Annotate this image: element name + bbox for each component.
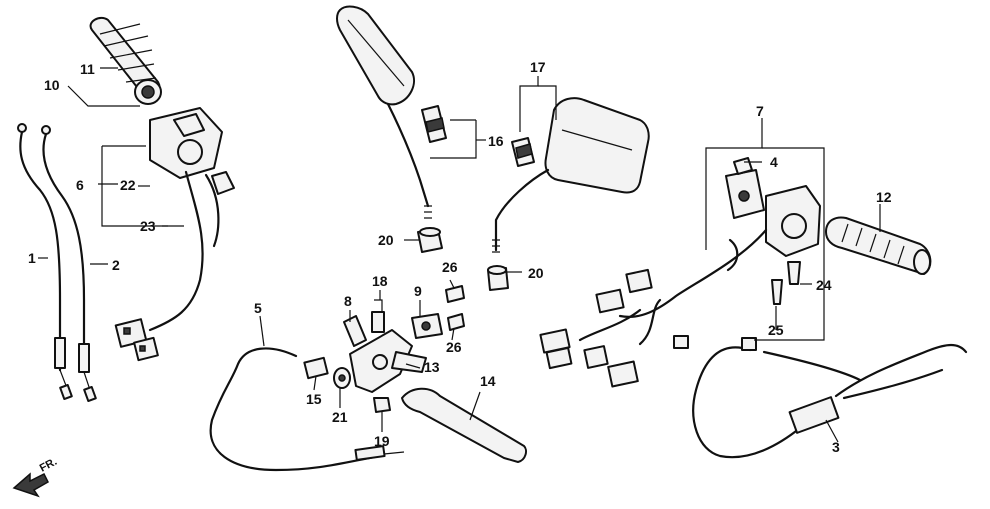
mirror-adaptor-17 — [511, 137, 535, 167]
right-switch-wire — [618, 228, 768, 318]
callout-19: 19 — [374, 433, 390, 449]
right-handlebar-switch — [725, 157, 821, 257]
callout-20-right: 20 — [528, 265, 544, 281]
mirror-nut-left — [417, 227, 443, 253]
callout-4: 4 — [770, 154, 778, 170]
left-mirror — [336, 5, 432, 219]
pivot-bolt-18 — [371, 299, 385, 333]
washer-21 — [333, 367, 351, 389]
left-harness-connector — [114, 318, 159, 362]
callout-16: 16 — [488, 133, 504, 149]
left-switch-wire — [148, 170, 204, 332]
clutch-cable-end — [354, 445, 386, 461]
mirror-adaptor-16 — [421, 105, 447, 143]
callout-20-left: 20 — [378, 232, 394, 248]
clutch-lever-bracket — [349, 329, 427, 393]
clutch-cable — [209, 347, 382, 472]
right-grip — [825, 216, 932, 275]
callout-26-bottom: 26 — [446, 339, 462, 355]
callout-12: 12 — [876, 189, 892, 205]
callout-3: 3 — [832, 439, 840, 455]
screw-24 — [787, 261, 801, 285]
callout-6: 6 — [76, 177, 84, 193]
clutch-lever — [401, 387, 527, 463]
callout-26-top: 26 — [442, 259, 458, 275]
clutch-switch-8 — [343, 315, 367, 347]
front-direction-arrow — [12, 472, 49, 498]
callout-24: 24 — [816, 277, 832, 293]
callout-8: 8 — [344, 293, 352, 309]
throttle-cable-1 — [17, 123, 73, 401]
callout-9: 9 — [414, 283, 422, 299]
callout-23: 23 — [140, 218, 156, 234]
callout-15: 15 — [306, 391, 322, 407]
throttle-cable-2 — [41, 125, 97, 403]
callout-22: 22 — [120, 177, 136, 193]
callout-2: 2 — [112, 257, 120, 273]
callout-17: 17 — [530, 59, 546, 75]
callout-5: 5 — [254, 300, 262, 316]
callout-10: 10 — [44, 77, 60, 93]
left-grip — [89, 16, 162, 105]
front-direction-label: FR. — [38, 456, 59, 475]
callout-14: 14 — [480, 373, 496, 389]
leader-lines — [38, 67, 881, 443]
screw-25 — [771, 279, 783, 305]
nut-19 — [373, 397, 391, 413]
callout-1: 1 — [28, 250, 36, 266]
mirror-nut-right — [487, 265, 509, 291]
callout-11: 11 — [80, 61, 95, 77]
callout-labels: 10 11 1 2 6 22 23 20 20 16 17 7 4 12 24 … — [28, 59, 892, 475]
callout-18: 18 — [372, 273, 388, 289]
right-harness-connectors — [539, 268, 689, 388]
holder-bolts-26 — [445, 285, 465, 331]
right-mirror — [492, 97, 650, 253]
callout-13: 13 — [424, 359, 440, 375]
callout-25: 25 — [768, 322, 784, 338]
throttle-cable-3 — [692, 337, 968, 459]
left-handlebar-switch — [149, 107, 235, 195]
callout-21: 21 — [332, 409, 348, 425]
holder-9 — [411, 313, 443, 339]
adjuster-15 — [303, 356, 329, 380]
callout-7: 7 — [756, 103, 764, 119]
